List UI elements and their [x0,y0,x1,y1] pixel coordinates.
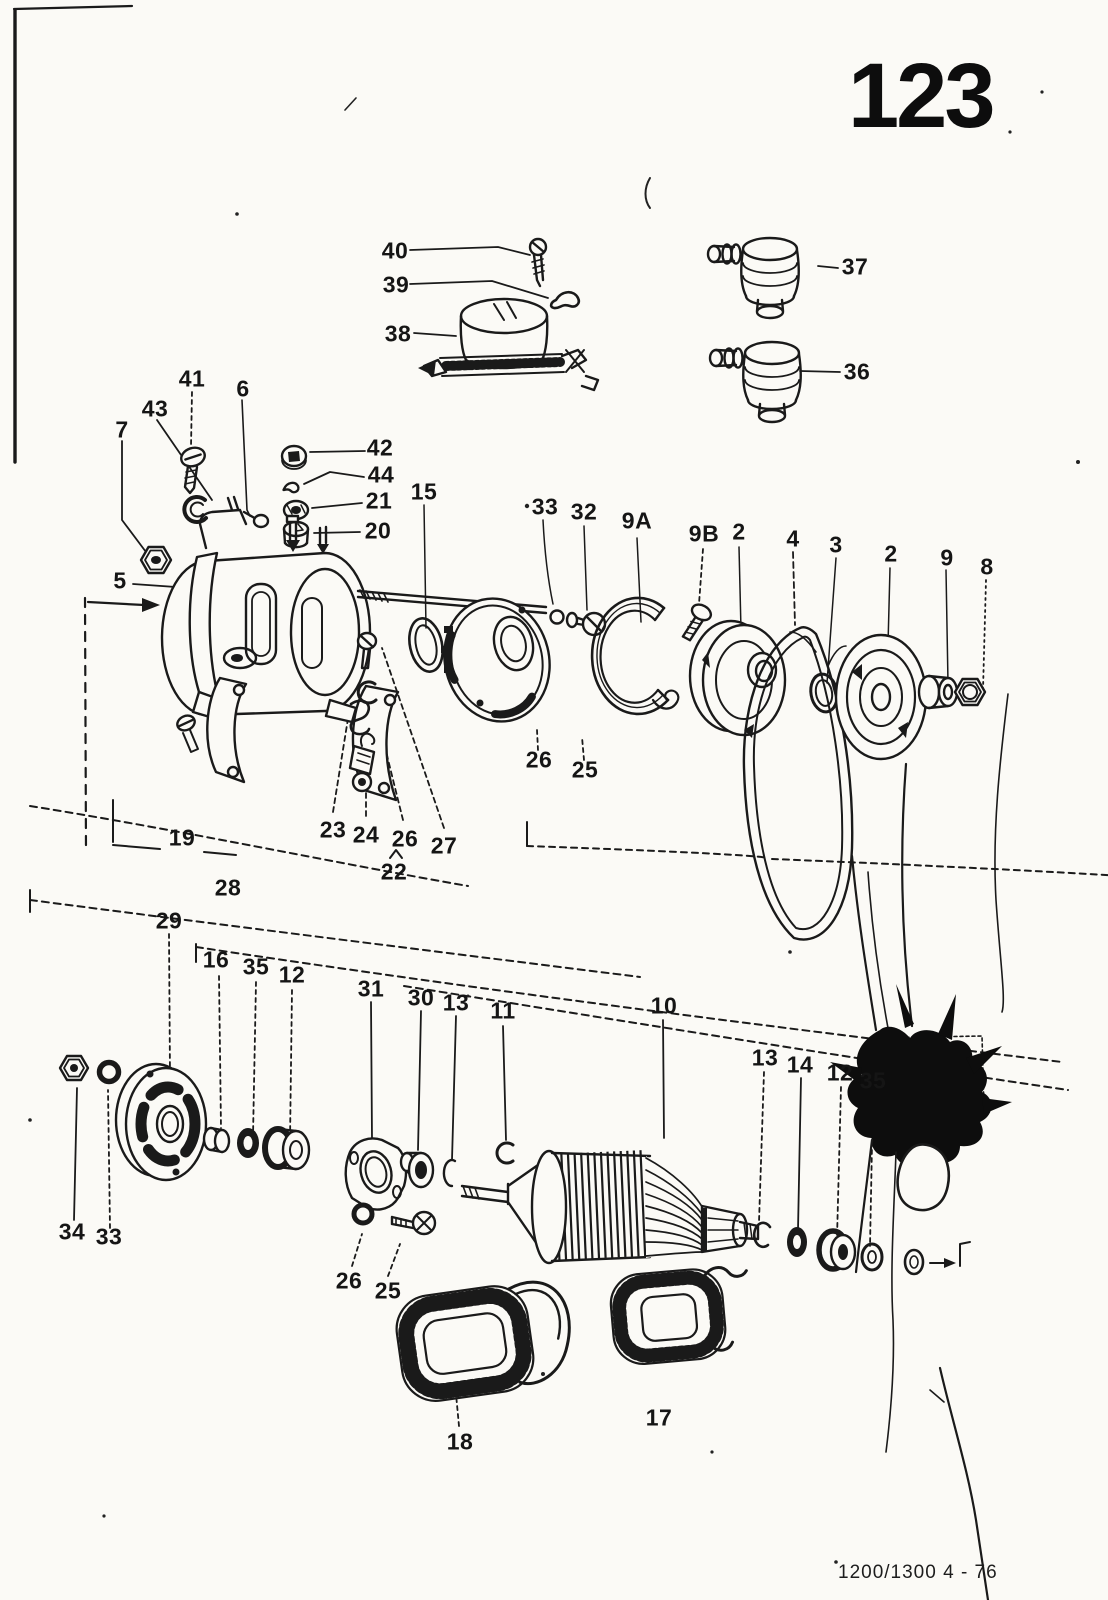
field-coil-18 [395,1280,571,1402]
part-label-20-12: 20 [364,517,392,544]
part-label-6-6: 6 [236,375,250,402]
part-label-28-33: 28 [214,874,242,901]
part-label-33-48: 33 [95,1223,123,1250]
part-label-12-45: 12 [826,1059,854,1086]
part-label-8-23: 8 [980,553,994,580]
shaft-end-parts [752,1221,971,1276]
part-label-22-32: 22 [380,858,408,885]
part-label-39-1: 39 [382,271,410,298]
part-label-44-10: 44 [367,461,395,488]
footer-model-code: 1200/1300 4 - 76 [838,1562,998,1583]
brush-end-plate [441,597,551,723]
part-label-27-31: 27 [430,832,458,859]
mount-fasteners [351,1202,437,1236]
cover-band [590,596,680,716]
part-label-35-36: 35 [242,953,270,980]
pulley-half-inner [688,619,787,738]
voltage-regulator [418,237,600,392]
part-label-9A-16: 9A [621,507,653,534]
part-label-35-46: 35 [859,1067,887,1094]
part-label-42-9: 42 [366,434,394,461]
brush-hardware [348,631,378,793]
part-label-43-7: 43 [141,395,169,422]
field-coil-17 [609,1266,748,1365]
pulley-half-outer [834,633,928,761]
part-label-26-25: 26 [525,746,553,773]
part-label-2-18: 2 [732,518,746,545]
page-border [12,4,134,464]
lower-left-parts [58,1054,311,1182]
part-label-9B-17: 9B [688,520,720,547]
page-number: 123 [848,45,995,147]
ink-blot [830,693,1012,1600]
part-label-14-44: 14 [786,1051,814,1078]
part-label-41-5: 41 [178,365,206,392]
part-label-26-49: 26 [335,1267,363,1294]
part-label-24-29: 24 [352,821,380,848]
part-label-7-8: 7 [115,416,129,443]
scan-speckles [28,90,1080,1564]
part-label-32-15: 32 [570,498,598,525]
condenser [706,236,800,320]
part-label-12-37: 12 [278,961,306,988]
part-label-16-35: 16 [202,946,230,973]
pulley-screw [681,603,713,642]
part-label-40-0: 40 [381,237,409,264]
part-label-30-39: 30 [407,984,435,1011]
part-label-33-14: 33 [531,493,559,520]
leader-lines [29,246,1108,1427]
gasket-ring [408,617,444,673]
part-label-9-22: 9 [940,544,954,571]
part-label-36-4: 36 [843,358,871,385]
part-label-15-13: 15 [410,478,438,505]
generator-housing [160,495,372,724]
part-label-29-34: 29 [155,907,183,934]
part-label-31-38: 31 [357,975,385,1002]
part-label-21-11: 21 [365,487,393,514]
armature [460,1149,760,1265]
part-label-5-24: 5 [113,567,127,594]
part-label-11-41: 11 [490,997,516,1024]
part-label-10-42: 10 [650,992,678,1019]
bearing-bracket [344,1137,515,1211]
fasteners-upper-left [139,446,208,575]
part-label-38-2: 38 [384,320,412,347]
part-label-26-30: 26 [391,825,419,852]
part-label-18-51: 18 [446,1428,474,1455]
part-label-37-3: 37 [841,253,869,280]
part-label-3-20: 3 [829,531,843,558]
part-label-13-43: 13 [751,1044,779,1071]
part-label-4-19: 4 [786,525,800,552]
part-label-23-28: 23 [319,816,347,843]
part-label-13-40: 13 [442,989,470,1016]
part-label-25-50: 25 [374,1277,402,1304]
part-label-19-27: 19 [168,824,196,851]
part-label-2-21: 2 [884,540,898,567]
part-label-17-52: 17 [645,1404,673,1431]
part-label-25-26: 25 [571,756,599,783]
spacer-sleeve [917,674,959,710]
shaft-nut [953,677,987,707]
part-label-34-47: 34 [58,1218,86,1245]
